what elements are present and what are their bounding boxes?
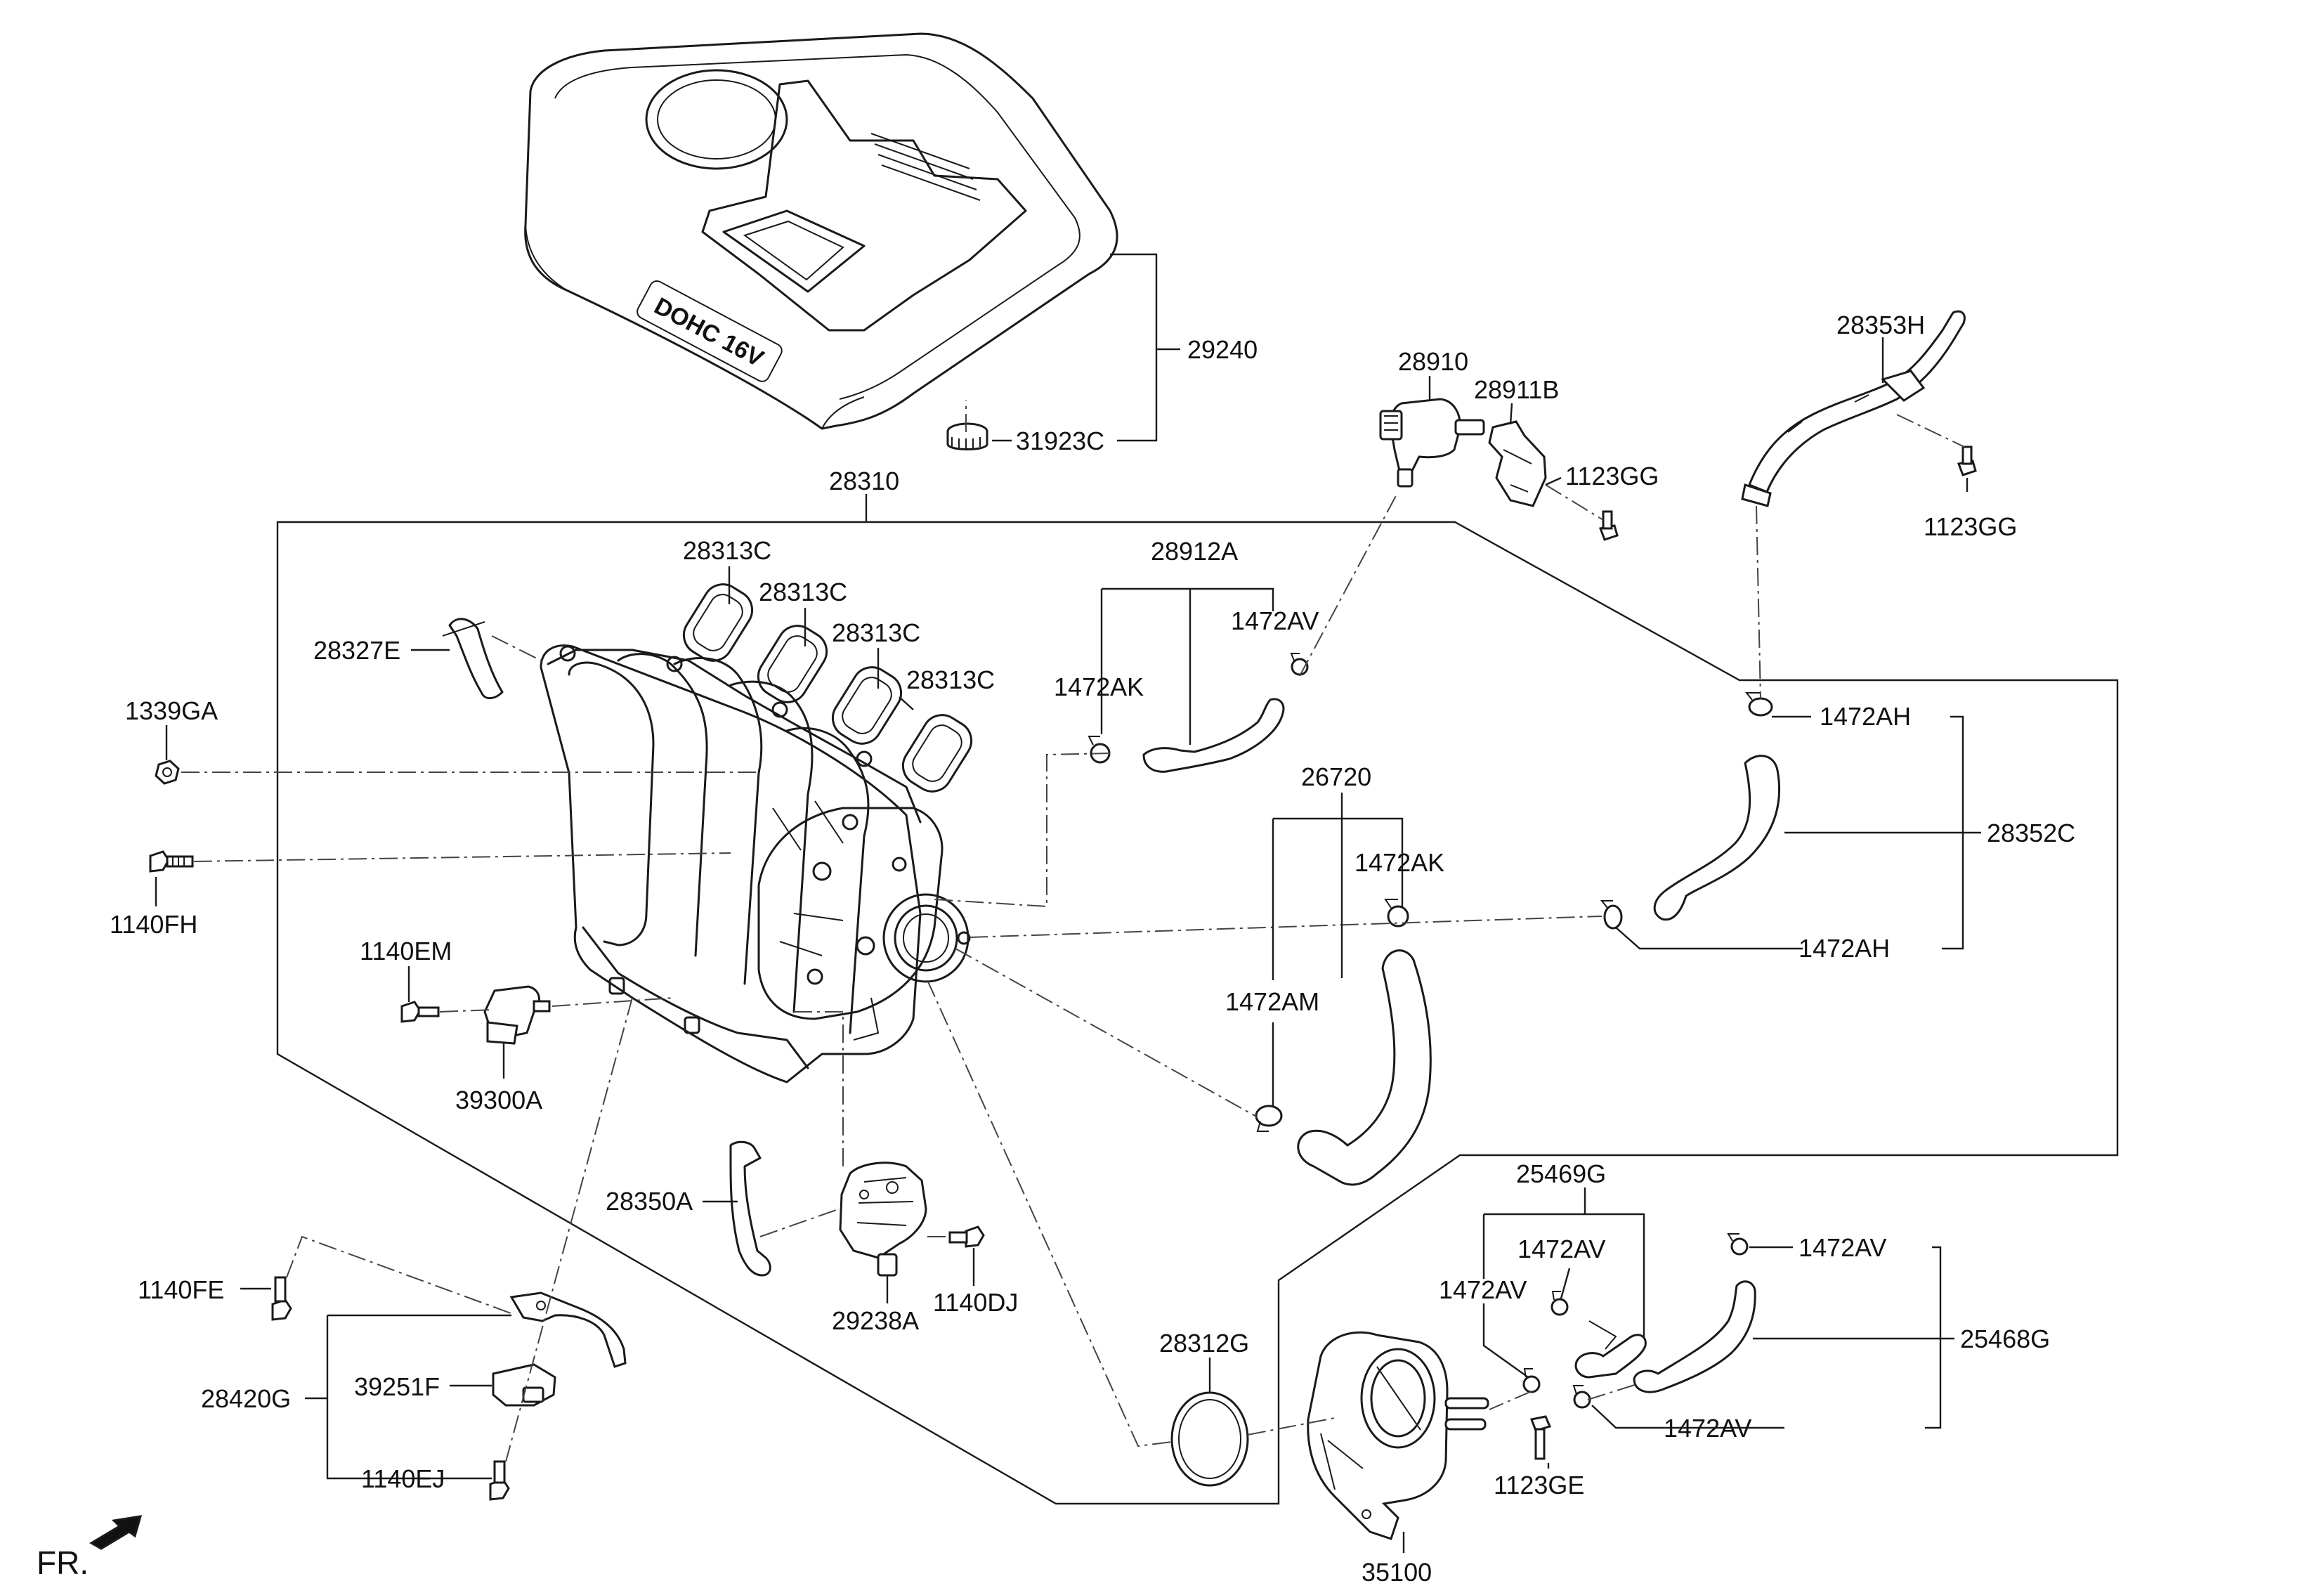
label-25468g: 25468G: [1960, 1325, 2050, 1353]
label-35100: 35100: [1362, 1558, 1432, 1587]
front-marker-label: FR.: [37, 1544, 89, 1581]
label-28352c: 28352C: [1987, 819, 2075, 847]
water-hose-26720: [1297, 949, 1432, 1186]
label-28313c-4: 28313C: [906, 665, 995, 694]
label-29240: 29240: [1187, 335, 1258, 364]
assembly-dash-lines: [181, 401, 1965, 1462]
label-28912a: 28912A: [1151, 537, 1238, 566]
label-1472av-top: 1472AV: [1231, 606, 1319, 635]
intake-manifold: [540, 644, 971, 1083]
bolt-1123gg-left: [1598, 510, 1619, 541]
label-28313c-2: 28313C: [759, 578, 847, 606]
label-28310: 28310: [829, 467, 899, 495]
label-39251f: 39251F: [354, 1372, 440, 1401]
bolt-1140fe: [271, 1276, 292, 1321]
label-28353h: 28353H: [1836, 311, 1925, 339]
water-hose-25469g: [1574, 1334, 1647, 1379]
pcv-hose-28352c: [1653, 755, 1781, 921]
map-sensor: [483, 985, 551, 1045]
clamp-1472av-top: [1290, 653, 1309, 676]
clamp-1472ah-bottom: [1600, 900, 1623, 930]
clamp-1472av-b: [1522, 1368, 1541, 1393]
label-1472ah-top: 1472AH: [1820, 702, 1911, 731]
nut-1339ga: [155, 760, 180, 785]
label-39300a: 39300A: [455, 1086, 542, 1114]
vacuum-hose-28350a: [729, 1140, 771, 1277]
throttle-body: [1307, 1331, 1489, 1540]
label-28313c-1: 28313C: [683, 536, 771, 565]
bolt-1140ej: [489, 1460, 510, 1501]
water-hose-25468g: [1633, 1280, 1756, 1393]
label-1140dj: 1140DJ: [933, 1288, 1018, 1317]
label-1140em: 1140EM: [360, 937, 452, 965]
manifold-gaskets: [682, 583, 973, 793]
bolt-1123gg-right: [1957, 445, 1977, 476]
label-28350a: 28350A: [606, 1187, 693, 1216]
throttle-body-gasket: [1170, 1391, 1249, 1487]
label-1140fe: 1140FE: [138, 1275, 224, 1304]
label-28327e: 28327E: [313, 636, 400, 665]
clamp-1472ak-upper: [1088, 736, 1111, 764]
clamp-1472av-c: [1727, 1233, 1749, 1256]
manifold-assembly-boundary: [276, 521, 2119, 1505]
label-1472ah-bottom: 1472AH: [1799, 934, 1890, 963]
label-28420g: 28420G: [201, 1384, 291, 1413]
label-1140fh: 1140FH: [110, 910, 197, 939]
label-28911b: 28911B: [1474, 375, 1559, 404]
label-1472ak-b: 1472AK: [1354, 848, 1444, 877]
label-1123gg-b: 1123GG: [1924, 512, 2017, 541]
label-1339ga: 1339GA: [125, 696, 218, 725]
bolt-1140em: [400, 1001, 440, 1023]
oil-filler-cap: [946, 422, 988, 450]
label-26720: 26720: [1301, 762, 1371, 791]
part-labels: 29240 31923C 28310 28910 28911B 1123GG 2…: [37, 311, 2075, 1587]
label-28313c-3: 28313C: [832, 618, 920, 647]
label-1472av-r2: 1472AV: [1439, 1275, 1527, 1304]
label-29238a: 29238A: [832, 1306, 919, 1335]
label-1123gg-a: 1123GG: [1565, 462, 1659, 490]
bolt-1123ge: [1529, 1415, 1552, 1460]
clamp-1472am: [1255, 1105, 1283, 1132]
label-25469g: 25469G: [1516, 1159, 1606, 1188]
label-1472am: 1472AM: [1225, 987, 1319, 1016]
label-1140ej: 1140EJ: [361, 1464, 445, 1493]
engine-cover: DOHC 16V: [524, 32, 1118, 430]
vacuum-hose-28912a: [1142, 698, 1285, 773]
label-1472ak-a: 1472AK: [1054, 672, 1144, 701]
clamp-1472ak-lower: [1384, 899, 1409, 928]
label-leaders: [155, 253, 1981, 1553]
breather-hose: [448, 618, 504, 700]
clamp-1472ah-top: [1744, 692, 1773, 717]
bolt-1140dj: [948, 1225, 985, 1248]
label-1123ge: 1123GE: [1494, 1471, 1584, 1499]
label-28910: 28910: [1398, 347, 1468, 376]
clamp-1472av-d: [1572, 1385, 1591, 1409]
label-28312g: 28312G: [1159, 1329, 1249, 1358]
vent-pipe-28353h: [1741, 310, 1966, 507]
purge-valve-bracket: [1488, 420, 1547, 507]
sensor-bracket-28420g: [509, 1291, 627, 1368]
purge-control-valve: [1379, 398, 1485, 488]
clamp-1472av-a: [1551, 1291, 1569, 1316]
label-1472av-r4: 1472AV: [1664, 1414, 1751, 1443]
front-arrow-icon: [89, 1515, 143, 1550]
vacuum-valve-29238a: [839, 1161, 927, 1277]
bolt-1140fh: [149, 850, 194, 873]
sensor-39251f: [492, 1363, 556, 1407]
label-1472av-r1: 1472AV: [1517, 1235, 1605, 1263]
label-31923c: 31923C: [1016, 427, 1104, 455]
label-1472av-r3: 1472AV: [1799, 1233, 1886, 1262]
